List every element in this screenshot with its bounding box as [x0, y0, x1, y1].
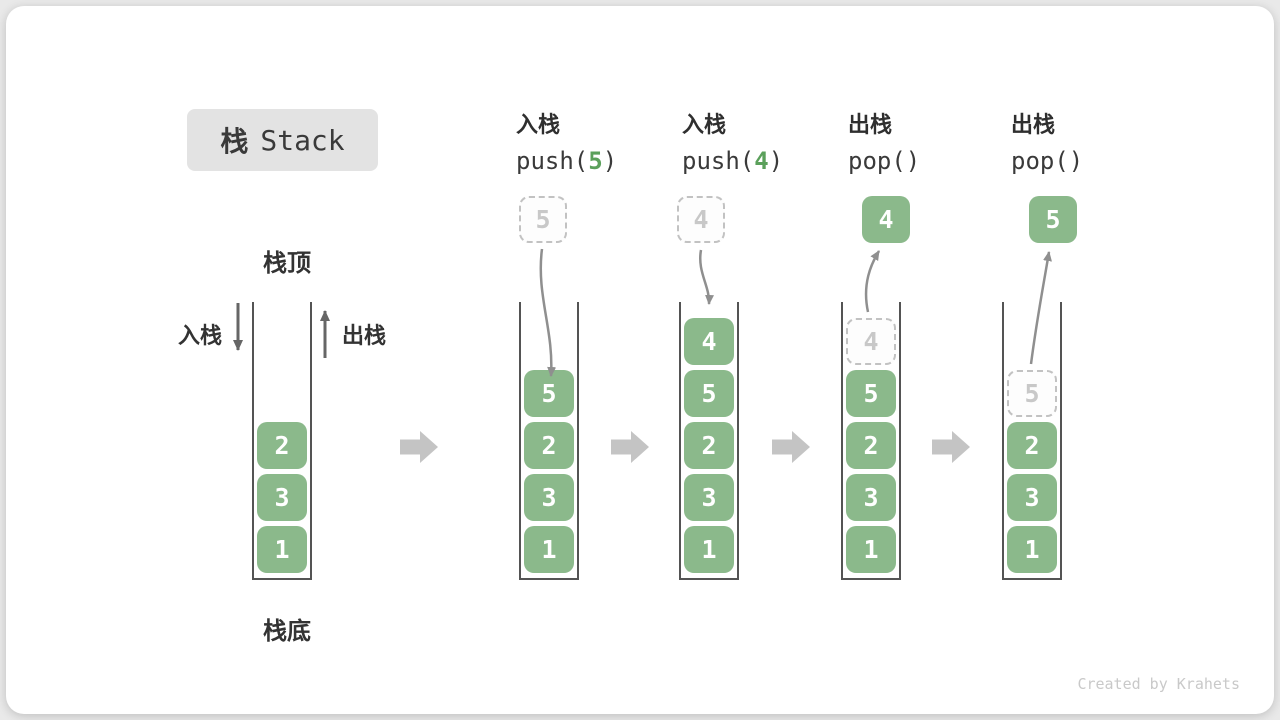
stage-op-label: push(4): [682, 147, 783, 175]
stack-cell: 5: [1007, 370, 1057, 417]
stack-cell: 2: [1007, 422, 1057, 469]
stack-container-pop-4: 1 3 2 5 4: [841, 302, 901, 580]
stage-op-label: pop(): [1011, 147, 1083, 175]
stack-cell: 3: [257, 474, 307, 521]
stack-cell: 3: [524, 474, 574, 521]
stage-header-push-4: 入栈 push(4): [682, 107, 783, 175]
floating-element-pop-4: 4: [862, 196, 910, 243]
op-close: ): [905, 147, 921, 175]
stage-op-label: push(5): [516, 147, 617, 175]
op-close: ): [1068, 147, 1084, 175]
stack-cell: 2: [846, 422, 896, 469]
stack-cell: 2: [684, 422, 734, 469]
stage-action-label: 入栈: [516, 112, 561, 137]
stack-cell: 1: [257, 526, 307, 573]
stage-action-label: 出栈: [848, 112, 893, 137]
label-stack-bottom: 栈底: [263, 618, 311, 645]
floating-element-push-5: 5: [519, 196, 567, 243]
stack-container-push-5: 1 3 2 5: [519, 302, 579, 580]
stack-cell: 5: [684, 370, 734, 417]
stack-cell: 3: [846, 474, 896, 521]
floating-element-push-4: 4: [677, 196, 725, 243]
stage-header-pop-4: 出栈 pop(): [848, 107, 920, 175]
watermark: Created by Krahets: [1077, 675, 1240, 693]
title-zh: 栈: [220, 126, 249, 157]
title-badge: 栈 Stack: [187, 109, 378, 171]
stack-cell: 3: [684, 474, 734, 521]
stage-header-pop-5: 出栈 pop(): [1011, 107, 1083, 175]
op-close: ): [602, 147, 618, 175]
stage-action-label: 入栈: [682, 112, 727, 137]
stack-cell: 5: [846, 370, 896, 417]
label-stack-top: 栈顶: [263, 250, 311, 277]
stack-cell: 1: [846, 526, 896, 573]
stage-action-label: 出栈: [1011, 112, 1056, 137]
stack-container-push-4: 1 3 2 5 4: [679, 302, 739, 580]
stack-cell: 5: [524, 370, 574, 417]
stack-cell: 2: [257, 422, 307, 469]
stack-container-pop-5: 1 3 2 5: [1002, 302, 1062, 580]
stack-cell: 2: [524, 422, 574, 469]
op-fn: pop(: [1011, 147, 1069, 175]
op-fn: push(: [682, 147, 755, 175]
stack-cell: 4: [846, 318, 896, 365]
stack-container-initial: 1 3 2: [252, 302, 312, 580]
stack-cell: 1: [524, 526, 574, 573]
op-close: ): [768, 147, 784, 175]
op-arg: 4: [754, 147, 769, 175]
stack-cell: 1: [1007, 526, 1057, 573]
op-fn: pop(: [848, 147, 906, 175]
stage-header-push-5: 入栈 push(5): [516, 107, 617, 175]
label-push-side: 入栈: [178, 323, 223, 348]
floating-element-pop-5: 5: [1029, 196, 1077, 243]
op-arg: 5: [588, 147, 603, 175]
label-pop-side: 出栈: [342, 323, 387, 348]
title-en: Stack: [260, 123, 345, 157]
op-fn: push(: [516, 147, 589, 175]
stack-cell: 1: [684, 526, 734, 573]
stack-cell: 3: [1007, 474, 1057, 521]
stage-op-label: pop(): [848, 147, 920, 175]
stack-cell: 4: [684, 318, 734, 365]
